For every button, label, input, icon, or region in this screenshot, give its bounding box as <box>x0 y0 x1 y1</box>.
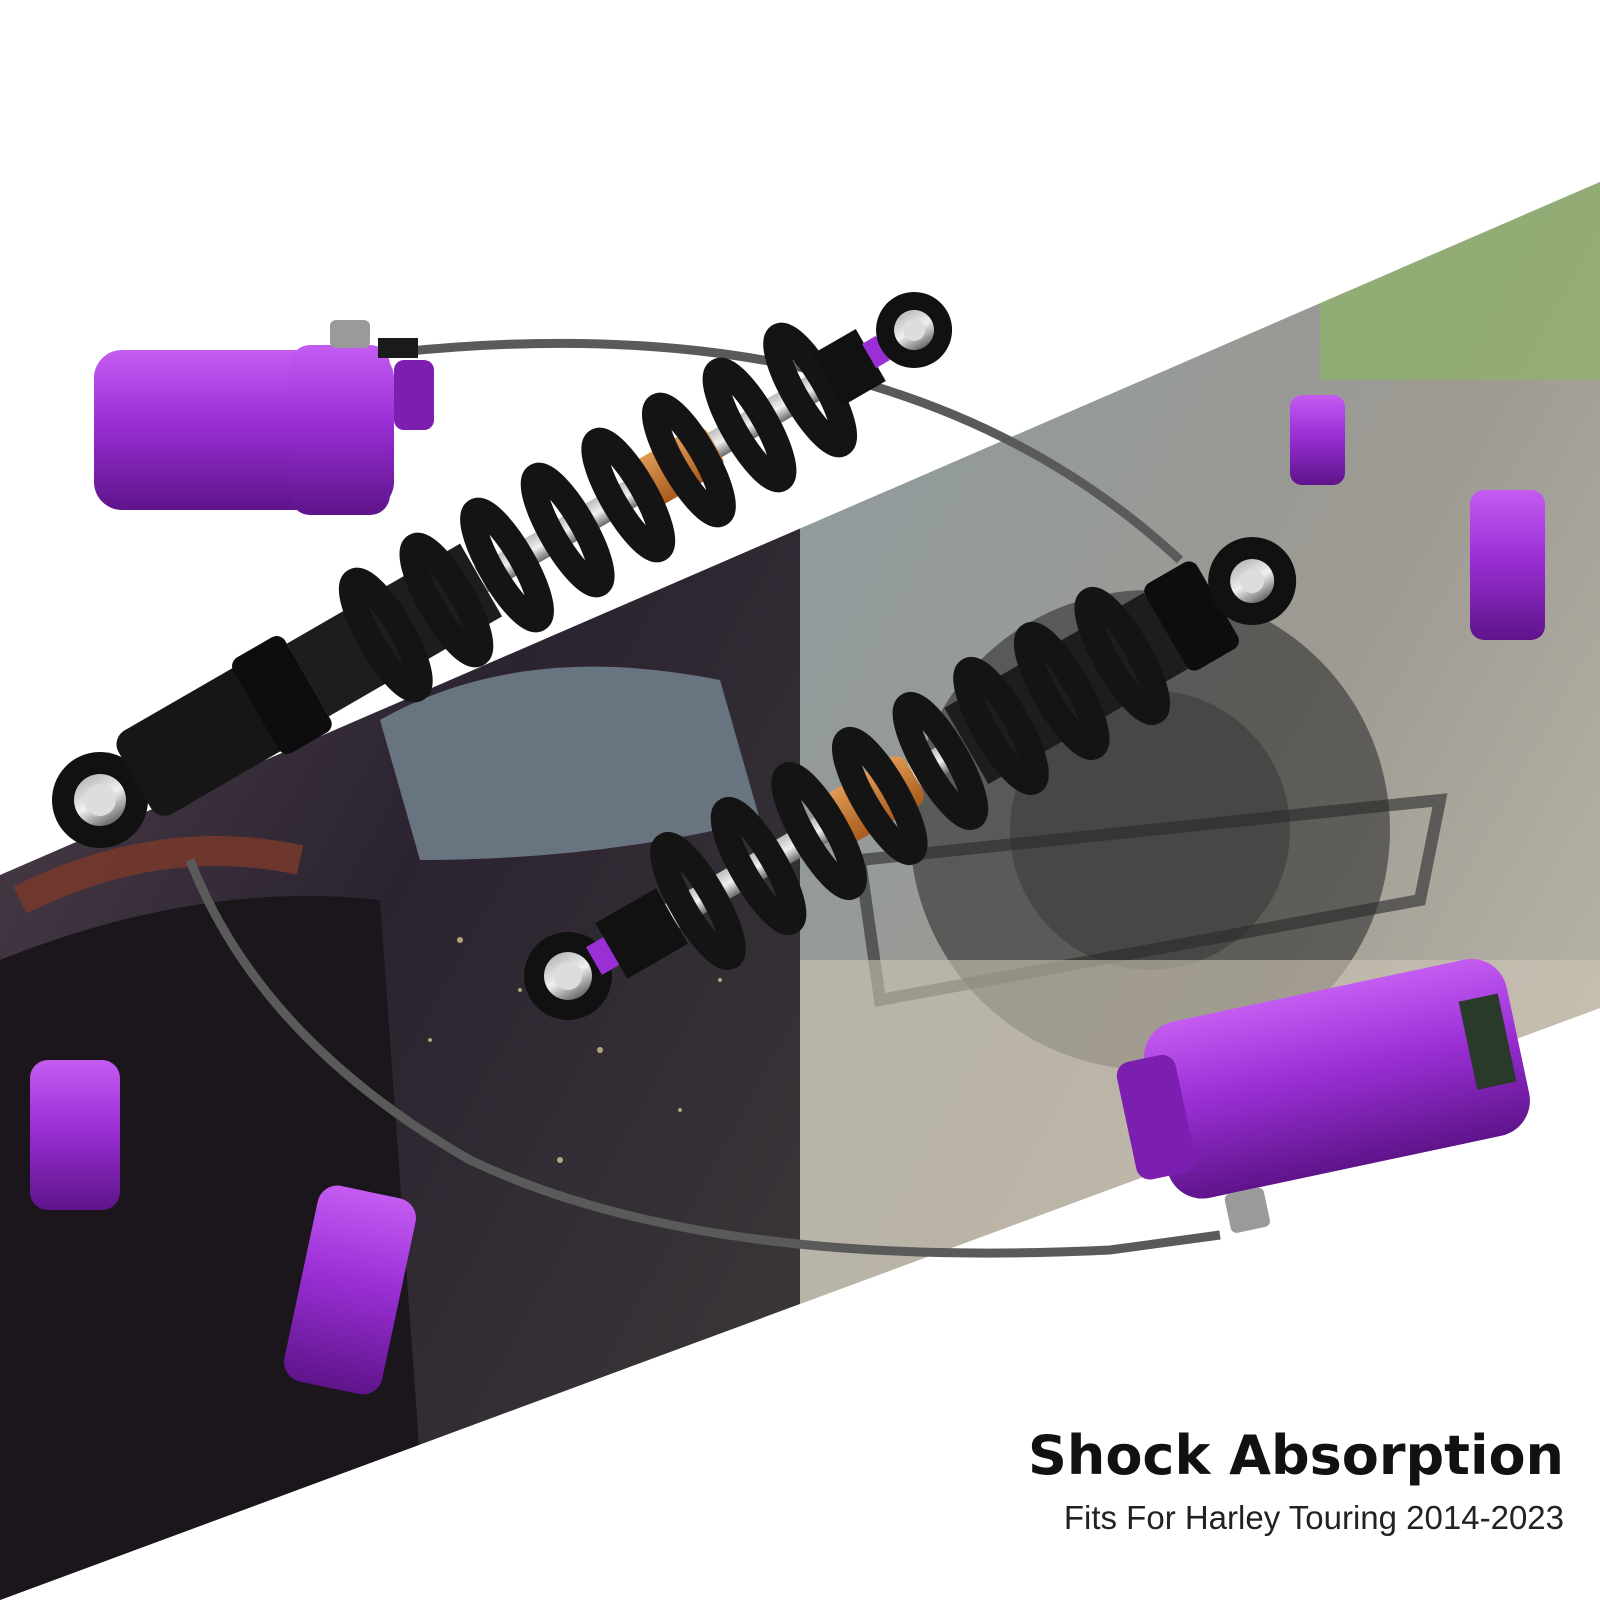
hose-lower <box>185 858 1221 1258</box>
headline-block: Shock Absorption Fits For Harley Touring… <box>1028 1424 1564 1540</box>
headline-subtitle: Fits For Harley Touring 2014-2023 <box>1063 1499 1564 1536</box>
shock-absorber-left <box>52 292 953 848</box>
reservoir-upper <box>94 320 434 515</box>
reservoir-lower <box>1116 958 1530 1233</box>
shock-absorber-right <box>524 537 1297 1020</box>
headline-title: Shock Absorption <box>1028 1424 1564 1487</box>
